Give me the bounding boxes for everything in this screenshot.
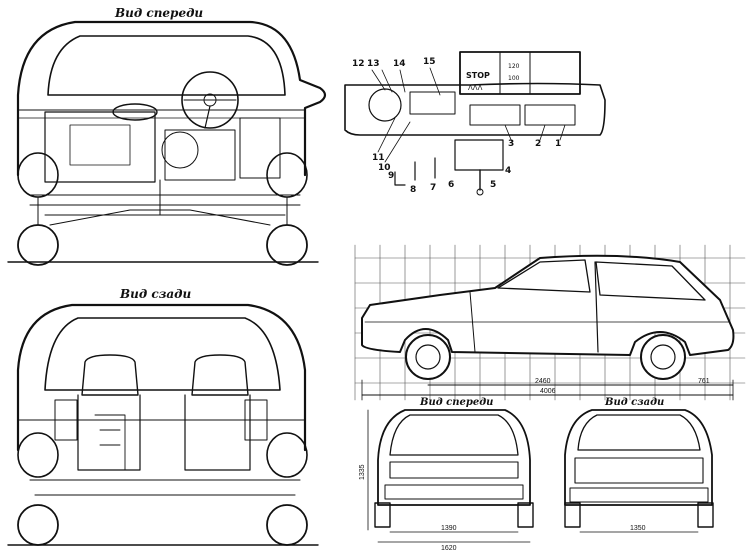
front-view-small: Вид спереди bbox=[367, 397, 534, 543]
dash-steering-wheel bbox=[368, 88, 402, 122]
side-door-line bbox=[594, 261, 599, 353]
rear-left-wheel bbox=[17, 504, 59, 546]
callout-9: 9 bbox=[388, 171, 394, 181]
console-box bbox=[454, 139, 504, 171]
front-view-large: Вид спереди bbox=[7, 6, 327, 266]
side-rear-window bbox=[595, 261, 706, 301]
rear-view-small: Вид сзади bbox=[564, 397, 714, 533]
callout-10: 10 bbox=[378, 163, 391, 173]
front-right-wheel bbox=[266, 224, 308, 266]
rear-right-wheel bbox=[266, 504, 308, 546]
small-rear-tailgate bbox=[574, 457, 704, 484]
small-front-grille bbox=[389, 461, 519, 479]
dim-rear-track: 1350 bbox=[630, 525, 646, 532]
panel-speed-100: 100 bbox=[508, 75, 520, 82]
front-right-wheel-upper bbox=[266, 152, 308, 198]
rear-body-outline bbox=[16, 303, 307, 452]
dim-wheelbase: 2460 bbox=[535, 378, 551, 385]
callout-8: 8 bbox=[410, 185, 416, 195]
side-rear-wheel bbox=[640, 334, 686, 380]
callout-3: 3 bbox=[508, 139, 514, 149]
front-left-wheel bbox=[17, 224, 59, 266]
front-left-wheel-upper bbox=[17, 152, 59, 198]
pedal-cluster bbox=[161, 131, 199, 169]
dim-overall-length: 4006 bbox=[540, 388, 556, 395]
instrument-cluster bbox=[459, 51, 581, 95]
panel-arrows-text: ΛΛΛ bbox=[468, 84, 483, 92]
front-body-outline bbox=[16, 20, 327, 177]
callout-5: 5 bbox=[490, 180, 496, 190]
callout-7: 7 bbox=[430, 183, 436, 193]
dashboard-panel bbox=[344, 82, 606, 136]
small-rear-title: Вид сзади bbox=[604, 397, 664, 408]
dashboard-diagram bbox=[344, 51, 606, 196]
rear-window bbox=[44, 317, 281, 391]
small-rear-body bbox=[564, 409, 713, 506]
callout-11: 11 bbox=[372, 153, 385, 163]
side-front-wheel bbox=[405, 334, 451, 380]
callout-6: 6 bbox=[448, 180, 454, 190]
engine-block bbox=[44, 111, 156, 183]
callout-2: 2 bbox=[535, 139, 541, 149]
small-front-body bbox=[377, 409, 531, 506]
front-view-title: Вид спереди bbox=[114, 6, 203, 20]
callout-1: 1 bbox=[555, 139, 561, 149]
rear-right-wheel-upper bbox=[266, 432, 308, 478]
rear-view-large: Вид сзади bbox=[7, 287, 319, 546]
callout-12: 12 bbox=[352, 59, 365, 69]
side-body-outline bbox=[361, 254, 735, 356]
panel-stop-text: STOP bbox=[466, 71, 490, 80]
rear-seat-left bbox=[81, 354, 139, 396]
small-front-title: Вид спереди bbox=[419, 397, 493, 408]
pedals bbox=[394, 157, 436, 186]
front-windshield bbox=[47, 35, 286, 96]
callout-4: 4 bbox=[505, 166, 511, 176]
callout-13: 13 bbox=[367, 59, 380, 69]
dim-height: 1335 bbox=[359, 464, 366, 480]
dim-rear-overhang: 761 bbox=[698, 378, 710, 385]
dim-front-track: 1390 bbox=[441, 525, 457, 532]
dim-overall-width: 1620 bbox=[441, 545, 457, 552]
rear-seat-right bbox=[191, 354, 249, 396]
callout-15: 15 bbox=[423, 57, 436, 67]
rear-left-wheel-upper bbox=[17, 432, 59, 478]
panel-speed-120: 120 bbox=[508, 63, 520, 70]
steering-wheel bbox=[181, 71, 239, 129]
air-filter bbox=[112, 103, 158, 121]
side-front-window bbox=[497, 259, 591, 293]
side-view-car bbox=[361, 254, 735, 401]
pedal-linkage bbox=[94, 414, 126, 471]
rear-view-title: Вид сзади bbox=[119, 287, 191, 301]
callout-14: 14 bbox=[393, 59, 406, 69]
